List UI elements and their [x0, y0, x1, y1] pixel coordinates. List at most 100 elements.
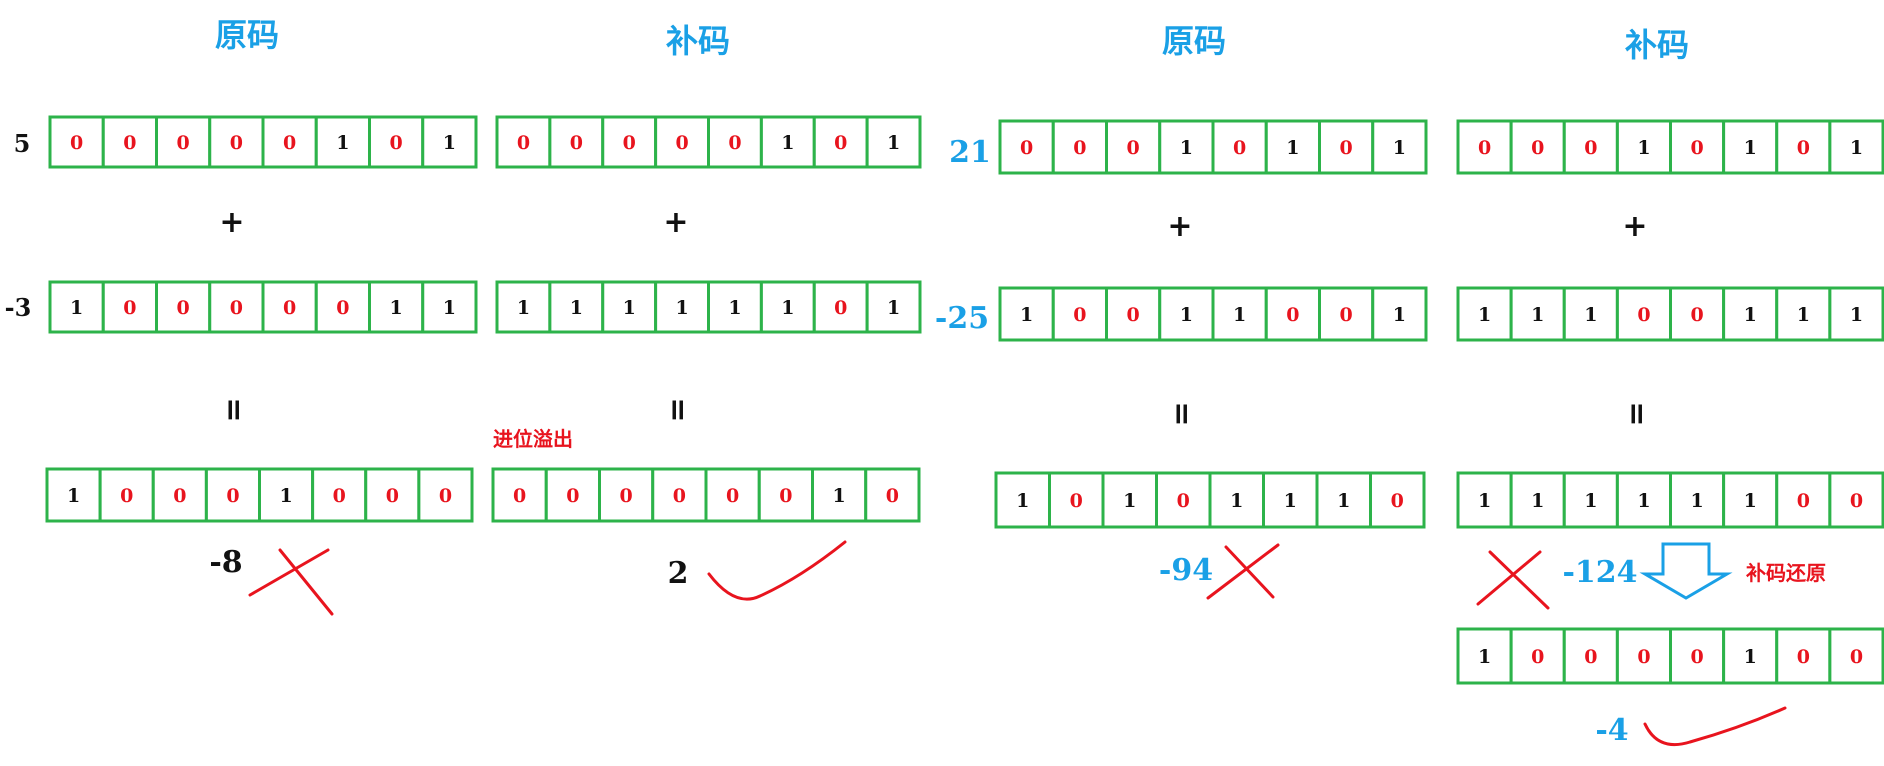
bit-value: 1 — [728, 297, 741, 319]
bit-cell — [155, 115, 212, 169]
bit-value: 1 — [1123, 490, 1136, 512]
bit-value: 1 — [570, 297, 583, 319]
bit-cell — [421, 115, 478, 169]
overflow-note: 进位溢出 — [493, 427, 573, 451]
bit-value: 0 — [1478, 137, 1491, 159]
bit-value: 1 — [781, 132, 794, 154]
bit-cell — [1264, 119, 1321, 175]
bit-value: 0 — [1391, 490, 1404, 512]
bit-cell — [1615, 119, 1672, 175]
header-complement-code-2: 补码 — [1625, 26, 1689, 64]
bit-value: 0 — [336, 297, 349, 319]
equals-sign-3: = — [1164, 401, 1199, 426]
bit-cell — [48, 280, 105, 334]
result-neg8: -8 — [209, 545, 242, 580]
result-2: 2 — [668, 556, 689, 591]
correct-mark-2 — [1643, 706, 1787, 747]
bit-value: 0 — [513, 485, 526, 507]
bit-cell — [1051, 119, 1108, 175]
bit-value: 1 — [1284, 490, 1297, 512]
header-original-code-2: 原码 — [1162, 22, 1226, 60]
bit-value: 0 — [230, 297, 243, 319]
bit-cell — [155, 280, 212, 334]
bit-value: 0 — [1286, 304, 1299, 326]
bit-cell — [368, 280, 425, 334]
bit-value: 0 — [1020, 137, 1033, 159]
operand-label-21: 21 — [949, 135, 991, 170]
bit-cell — [1211, 286, 1268, 342]
bit-value: 0 — [123, 297, 136, 319]
bit-value: 0 — [726, 485, 739, 507]
bit-cell — [1828, 627, 1884, 685]
result-neg4: -4 — [1595, 713, 1628, 748]
bit-value: 0 — [620, 485, 633, 507]
wrong-mark-1 — [248, 548, 334, 616]
bit-value: 0 — [333, 485, 346, 507]
bit-cell — [1615, 471, 1672, 529]
bit-cell — [1828, 119, 1884, 175]
bit-cell — [1051, 286, 1108, 342]
plus-sign-2: + — [663, 205, 688, 240]
bit-cell — [421, 280, 478, 334]
bit-cell — [261, 115, 318, 169]
equals-sign-4: = — [1619, 401, 1654, 426]
bit-value: 0 — [673, 485, 686, 507]
bit-value: 1 — [390, 297, 403, 319]
bit-value: 1 — [1286, 137, 1299, 159]
bit-value: 0 — [517, 132, 530, 154]
bit-value: 1 — [1797, 304, 1810, 326]
bit-cell — [1562, 286, 1619, 342]
header-complement-code-1: 补码 — [666, 22, 730, 60]
bit-value: 1 — [1180, 304, 1193, 326]
bit-cell — [101, 115, 158, 169]
result-neg124: -124 — [1562, 555, 1637, 590]
bit-value: 0 — [226, 485, 239, 507]
bit-cell — [495, 115, 552, 169]
bit-cell — [1669, 286, 1726, 342]
bit-cell — [994, 471, 1051, 529]
plus-sign-1: + — [219, 205, 244, 240]
correct-mark-1 — [707, 540, 847, 601]
bit-cell — [1369, 471, 1426, 529]
bit-value: 0 — [1850, 646, 1863, 668]
bit-value: 1 — [1531, 304, 1544, 326]
bit-cell — [1722, 471, 1779, 529]
bit-value: 0 — [1797, 137, 1810, 159]
bit-cell — [151, 467, 208, 523]
bit-value: 1 — [1233, 304, 1246, 326]
bit-value: 0 — [834, 297, 847, 319]
bit-cell — [1722, 119, 1779, 175]
bit-value: 1 — [887, 132, 900, 154]
bit-value: 0 — [1637, 646, 1650, 668]
equals-sign-2: = — [660, 397, 695, 422]
bit-cell — [204, 467, 261, 523]
bit-cell — [495, 280, 552, 334]
bit-cell — [811, 467, 868, 523]
bit-cell — [1775, 627, 1832, 685]
bit-value: 1 — [1531, 490, 1544, 512]
bit-cell — [98, 467, 155, 523]
restore-arrow-icon — [1639, 542, 1733, 600]
bit-cell — [1371, 119, 1428, 175]
bit-value: 1 — [1584, 304, 1597, 326]
bit-cell — [1669, 471, 1726, 529]
bit-value: 0 — [1073, 304, 1086, 326]
operand-label-neg25: -25 — [935, 301, 989, 336]
bit-value: 0 — [283, 132, 296, 154]
bit-value: 0 — [1233, 137, 1246, 159]
header-original-code-1: 原码 — [215, 16, 279, 54]
wrong-mark-3 — [1476, 550, 1550, 610]
bit-value: 0 — [386, 485, 399, 507]
bit-cell — [48, 115, 105, 169]
bit-value: 1 — [623, 297, 636, 319]
bit-value: 0 — [1073, 137, 1086, 159]
bit-cell — [1562, 471, 1619, 529]
bit-cell — [1509, 286, 1566, 342]
